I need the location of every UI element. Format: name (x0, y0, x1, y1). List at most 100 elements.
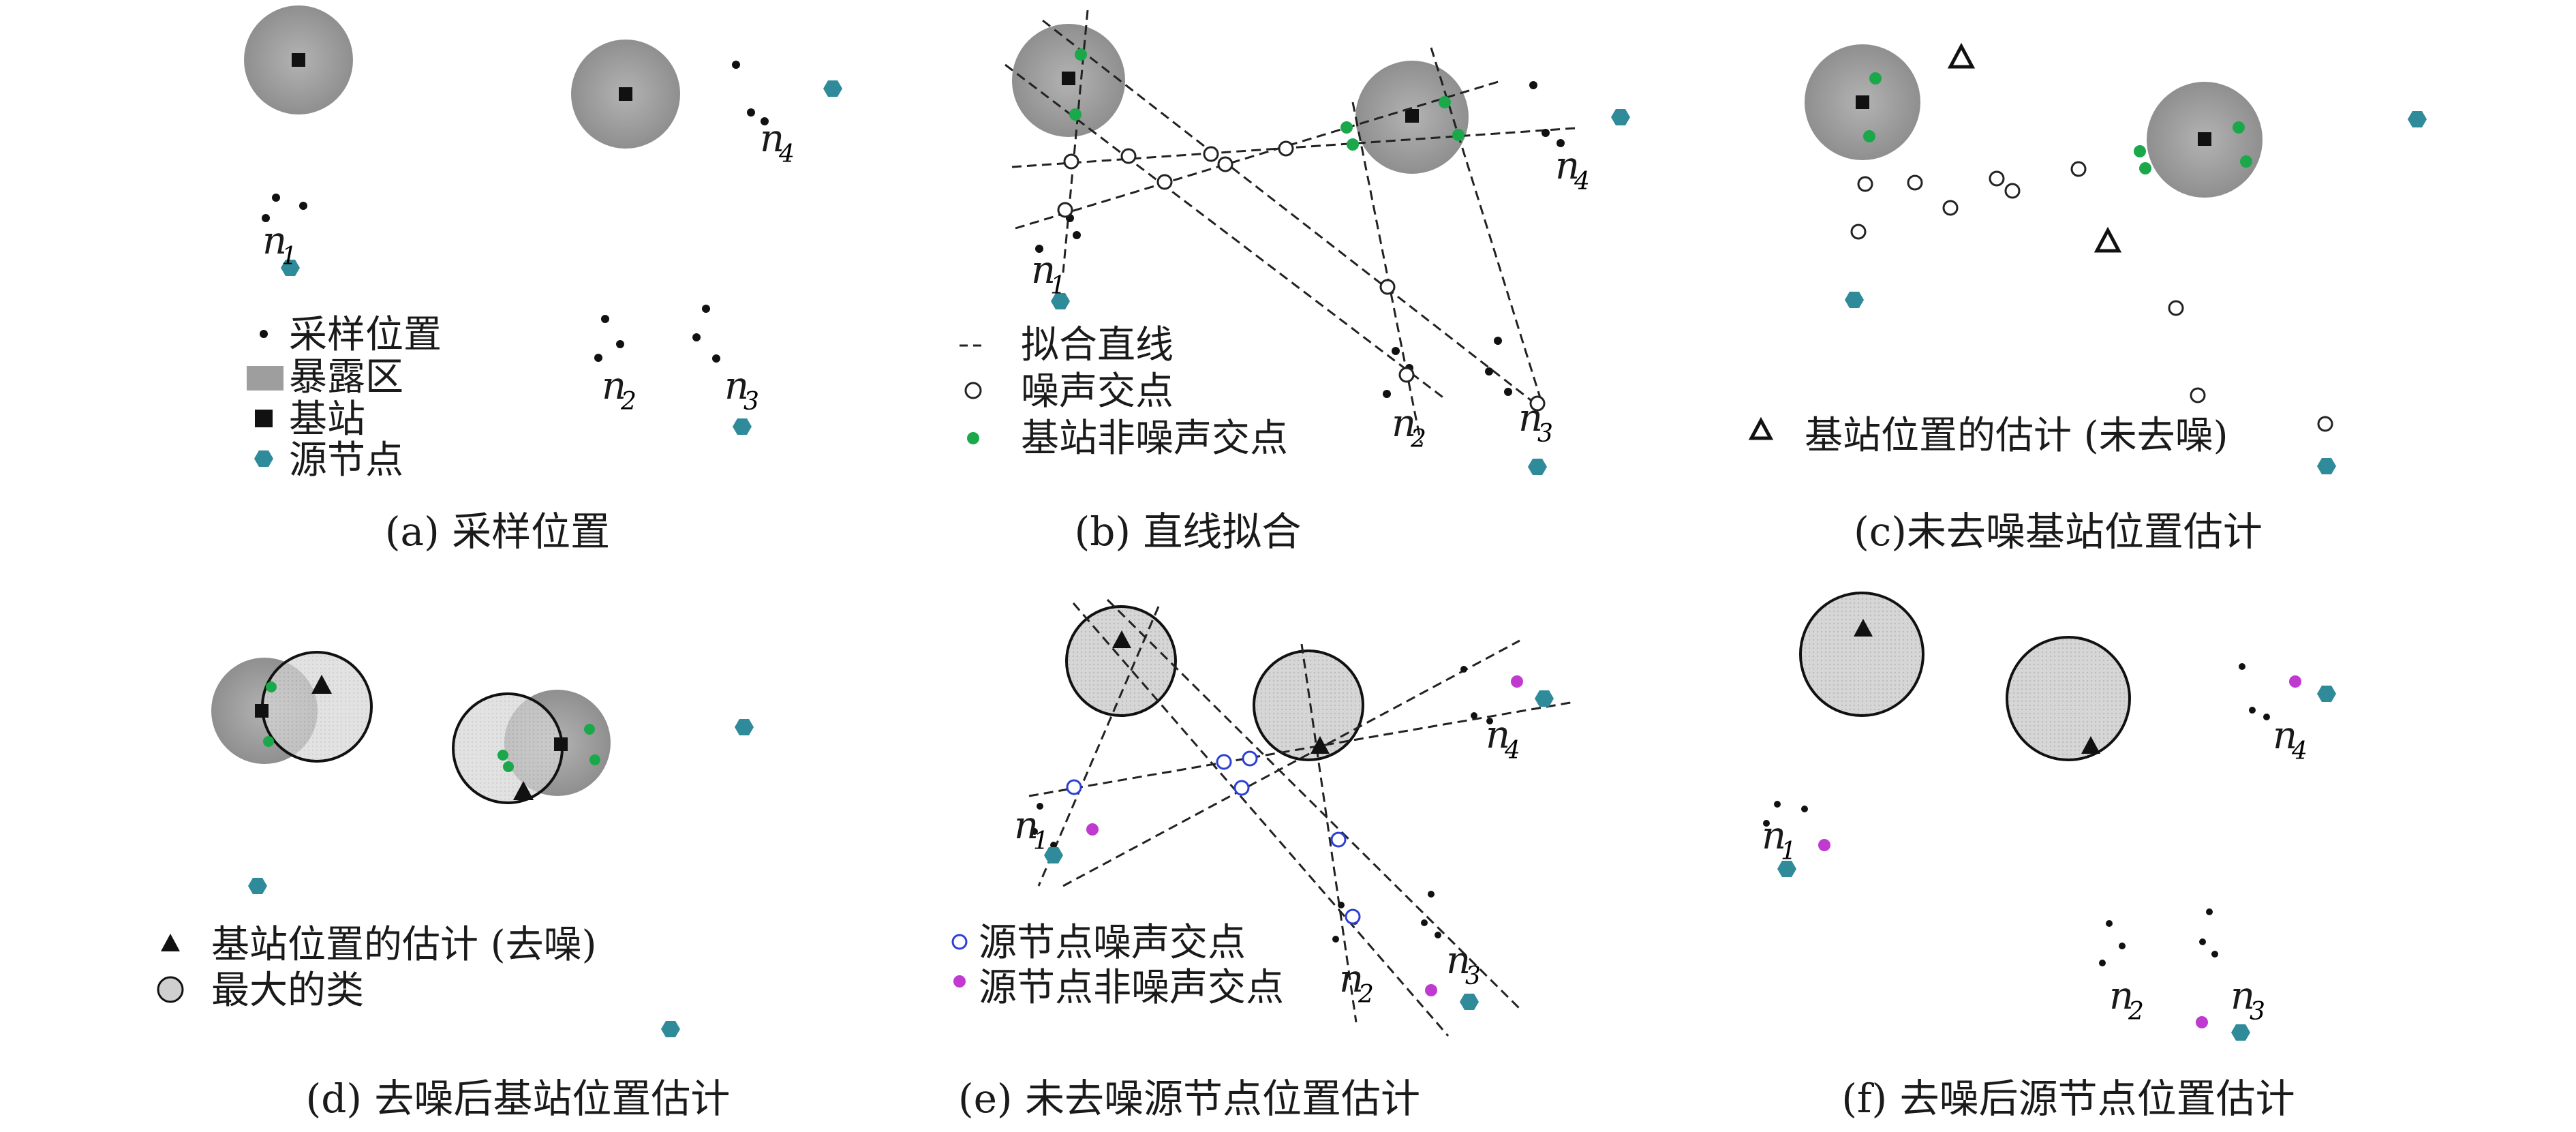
sample-points (262, 61, 769, 363)
bs-estimate-raw-markers (1947, 42, 2122, 253)
bs-nonnoise-intersections (1863, 72, 2252, 174)
svg-text:n: n (1518, 396, 1543, 440)
panel-a: n 1 n 4 n 2 n 3 采样位置 暴露区 基站 源节点 (a) 采样位置 (244, 5, 842, 555)
caption-e: (e) 未去噪源节点位置估计 (958, 1075, 1420, 1122)
largest-cluster (2006, 636, 2131, 761)
svg-text:1: 1 (1033, 827, 1049, 855)
src-nonnoise-intersections (1818, 675, 2301, 1028)
svg-text:3: 3 (1465, 962, 1481, 990)
svg-text:n: n (760, 117, 784, 161)
panel-e: n 1 n 4 n 2 n 3 源节点噪声交点 源节点非噪声交点 (e) 未去噪… (951, 598, 1575, 1122)
svg-text:3: 3 (1537, 420, 1553, 448)
bs-estimate-denoised-markers (311, 675, 534, 800)
node-label-n3: n 3 (2230, 974, 2265, 1026)
legend-d: 基站位置的估计 (去噪) 最大的类 (157, 923, 597, 1013)
svg-text:2: 2 (1410, 425, 1426, 453)
legend-base-station: 基站 (289, 397, 365, 442)
node-label-n4: n 4 (2273, 714, 2307, 765)
bs-estimate-denoised-markers (1112, 630, 1330, 754)
fitted-lines (1028, 598, 1575, 1037)
source-node-markers (1051, 109, 1630, 475)
svg-text:n: n (1031, 248, 1056, 292)
svg-text:n: n (1486, 713, 1510, 757)
caption-c: (c)未去噪基站位置估计 (1854, 508, 2263, 555)
bs-nonnoise-intersections (263, 682, 600, 772)
svg-text:n: n (1339, 957, 1364, 1001)
legend-e: 源节点噪声交点 源节点非噪声交点 (951, 921, 1284, 1010)
svg-text:n: n (262, 219, 287, 263)
largest-cluster (261, 651, 373, 763)
source-node-markers (248, 719, 754, 1037)
svg-text:3: 3 (2250, 998, 2265, 1026)
svg-text:2: 2 (1358, 981, 1374, 1009)
base-station-marker (1405, 109, 1419, 123)
base-station-marker (2198, 132, 2211, 146)
panel-c: 基站位置的估计 (未去噪) (c)未去噪基站位置估计 (1748, 42, 2427, 555)
node-label-n1: n 1 (1031, 248, 1066, 300)
svg-text:1: 1 (1050, 272, 1066, 300)
svg-text:n: n (2273, 714, 2297, 758)
base-station-marker (1062, 72, 1075, 85)
svg-text:n: n (1014, 804, 1039, 848)
svg-text:n: n (1762, 814, 1786, 858)
largest-cluster (1799, 592, 1925, 717)
node-label-n2: n 2 (2109, 974, 2144, 1026)
src-noise-intersections (1066, 750, 1361, 925)
svg-text:4: 4 (1504, 737, 1520, 765)
legend-src-noise: 源节点噪声交点 (979, 921, 1246, 965)
svg-text:2: 2 (620, 388, 637, 416)
node-label-n3: n 3 (724, 364, 759, 416)
legend-b: 拟合直线 噪声交点 基站非噪声交点 (960, 323, 1288, 461)
sample-points (1763, 663, 2270, 966)
svg-text:n: n (724, 364, 749, 408)
node-label-n1: n 1 (262, 219, 297, 271)
svg-text:4: 4 (2291, 737, 2307, 765)
legend-largest-cluster: 最大的类 (211, 968, 364, 1013)
node-label-n4: n 4 (1555, 144, 1590, 196)
source-node-markers (1845, 111, 2427, 474)
noise-intersections (1850, 161, 2333, 432)
fitted-lines (1005, 10, 1576, 444)
caption-f: (f) 去噪后源节点位置估计 (1841, 1075, 2295, 1122)
node-label-n4: n 4 (1486, 713, 1520, 765)
panel-b: n 1 n 4 n 2 n 3 拟合直线 噪声交点 基站非噪声交点 (b) 直线… (960, 10, 1630, 555)
src-nonnoise-intersections (1086, 675, 1523, 996)
node-label-n2: n 2 (1339, 957, 1374, 1009)
caption-b: (b) 直线拟合 (1075, 508, 1302, 555)
base-station-marker (554, 737, 568, 751)
node-label-n3: n 3 (1446, 938, 1481, 990)
svg-text:4: 4 (1574, 168, 1590, 196)
noise-intersections (1057, 140, 1546, 412)
caption-d: (d) 去噪后基站位置估计 (306, 1075, 731, 1122)
svg-text:n: n (2230, 974, 2255, 1018)
svg-text:1: 1 (281, 243, 297, 271)
source-node-markers (1044, 690, 1554, 1010)
legend-bs-nonnoise: 基站非噪声交点 (1021, 416, 1288, 461)
panel-f: n 1 n 4 n 2 n 3 (f) 去噪后源节点位置估计 (1762, 592, 2336, 1122)
svg-text:3: 3 (743, 388, 759, 416)
svg-text:n: n (1392, 401, 1416, 446)
base-station-marker (1856, 95, 1869, 109)
node-label-n4: n 4 (760, 117, 795, 168)
base-station-marker (255, 704, 269, 718)
svg-text:n: n (602, 364, 626, 408)
source-node-markers (1777, 686, 2336, 1041)
largest-cluster (1065, 605, 1177, 717)
node-label-n2: n 2 (1392, 401, 1426, 453)
legend-src-nonnoise: 源节点非噪声交点 (979, 966, 1284, 1010)
legend-fitted-line: 拟合直线 (1021, 323, 1174, 367)
panel-d: 基站位置的估计 (去噪) 最大的类 (d) 去噪后基站位置估计 (157, 651, 754, 1122)
svg-text:n: n (1446, 938, 1471, 983)
legend-c: 基站位置的估计 (未去噪) (1748, 414, 2228, 458)
legend-sampling: 采样位置 (289, 313, 442, 357)
legend-bs-estimate-raw: 基站位置的估计 (未去噪) (1805, 414, 2228, 458)
largest-cluster (1253, 649, 1364, 761)
legend-a: 采样位置 暴露区 基站 源节点 (247, 313, 442, 483)
svg-text:1: 1 (1781, 838, 1796, 866)
svg-text:2: 2 (2128, 998, 2144, 1026)
node-label-n1: n 1 (1014, 804, 1049, 855)
legend-noise-intersection: 噪声交点 (1021, 369, 1174, 414)
svg-text:4: 4 (778, 140, 795, 168)
bs-nonnoise-intersections (1069, 48, 1465, 151)
